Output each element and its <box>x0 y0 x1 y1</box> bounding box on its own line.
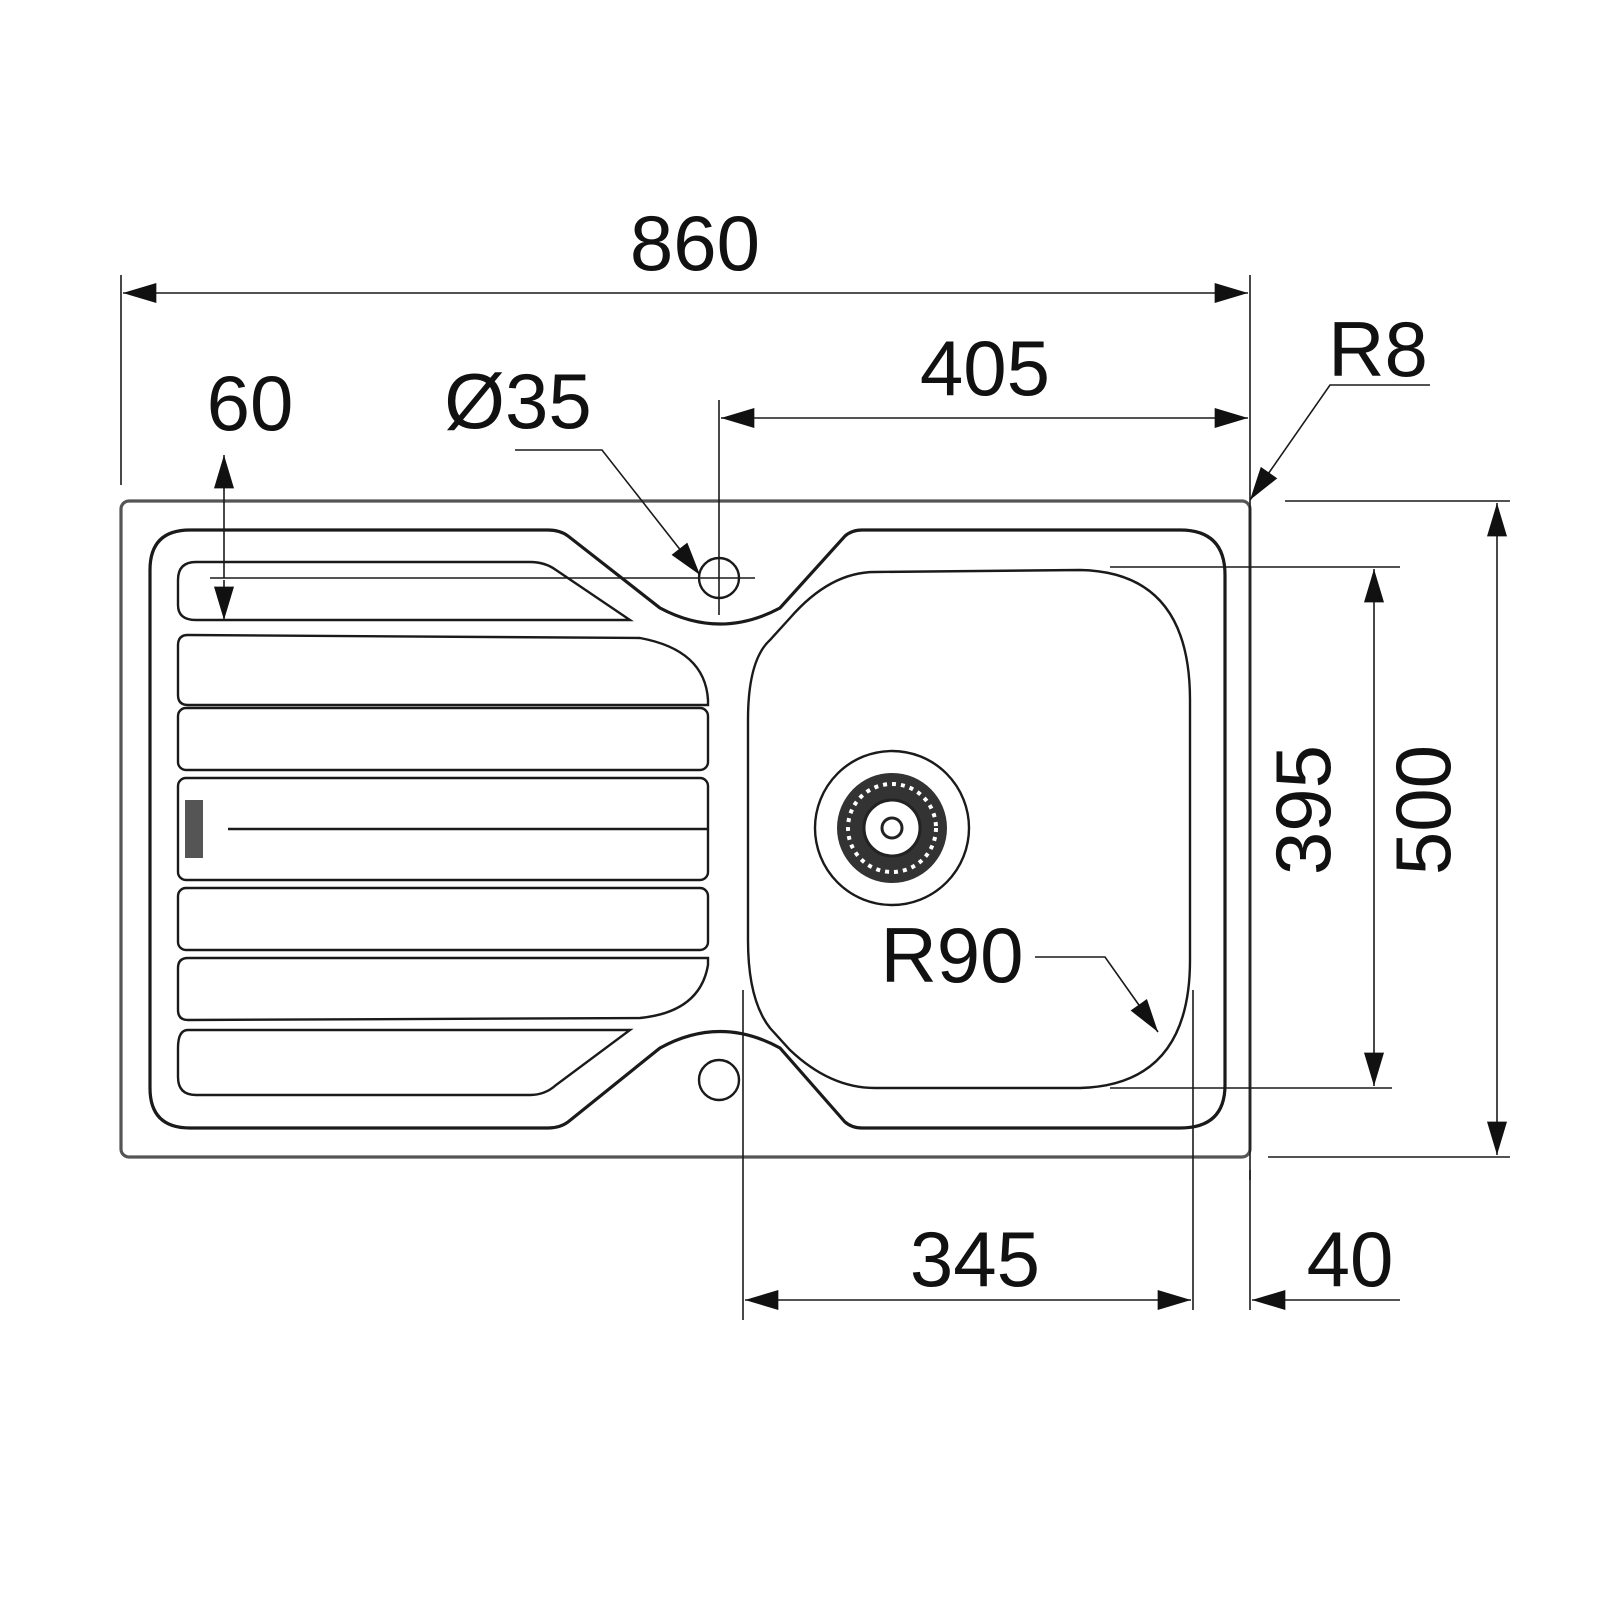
bowl <box>746 568 1192 1090</box>
tap-holes <box>210 400 755 1102</box>
dim-corner-radius: R8 <box>1328 305 1428 393</box>
dim-bowl-depth: 395 <box>1259 745 1347 875</box>
tap-hole-bottom-icon <box>697 1058 741 1102</box>
dim-bowl-to-edge: 40 <box>1307 1215 1394 1303</box>
dim-bowl-center-offset: 405 <box>920 324 1050 412</box>
drainer <box>176 560 710 1097</box>
dim-tap-hole-diameter: Ø35 <box>444 357 591 445</box>
dim-overall-depth: 500 <box>1379 745 1467 875</box>
drain-strainer-icon <box>813 749 971 907</box>
dim-bowl-radius: R90 <box>880 911 1023 999</box>
dim-rib-offset: 60 <box>207 359 294 447</box>
dim-overall-width: 860 <box>630 199 760 287</box>
dim-bowl-width: 345 <box>910 1215 1040 1303</box>
brand-logo-icon <box>185 800 203 858</box>
dimension-lines <box>120 275 1510 1320</box>
